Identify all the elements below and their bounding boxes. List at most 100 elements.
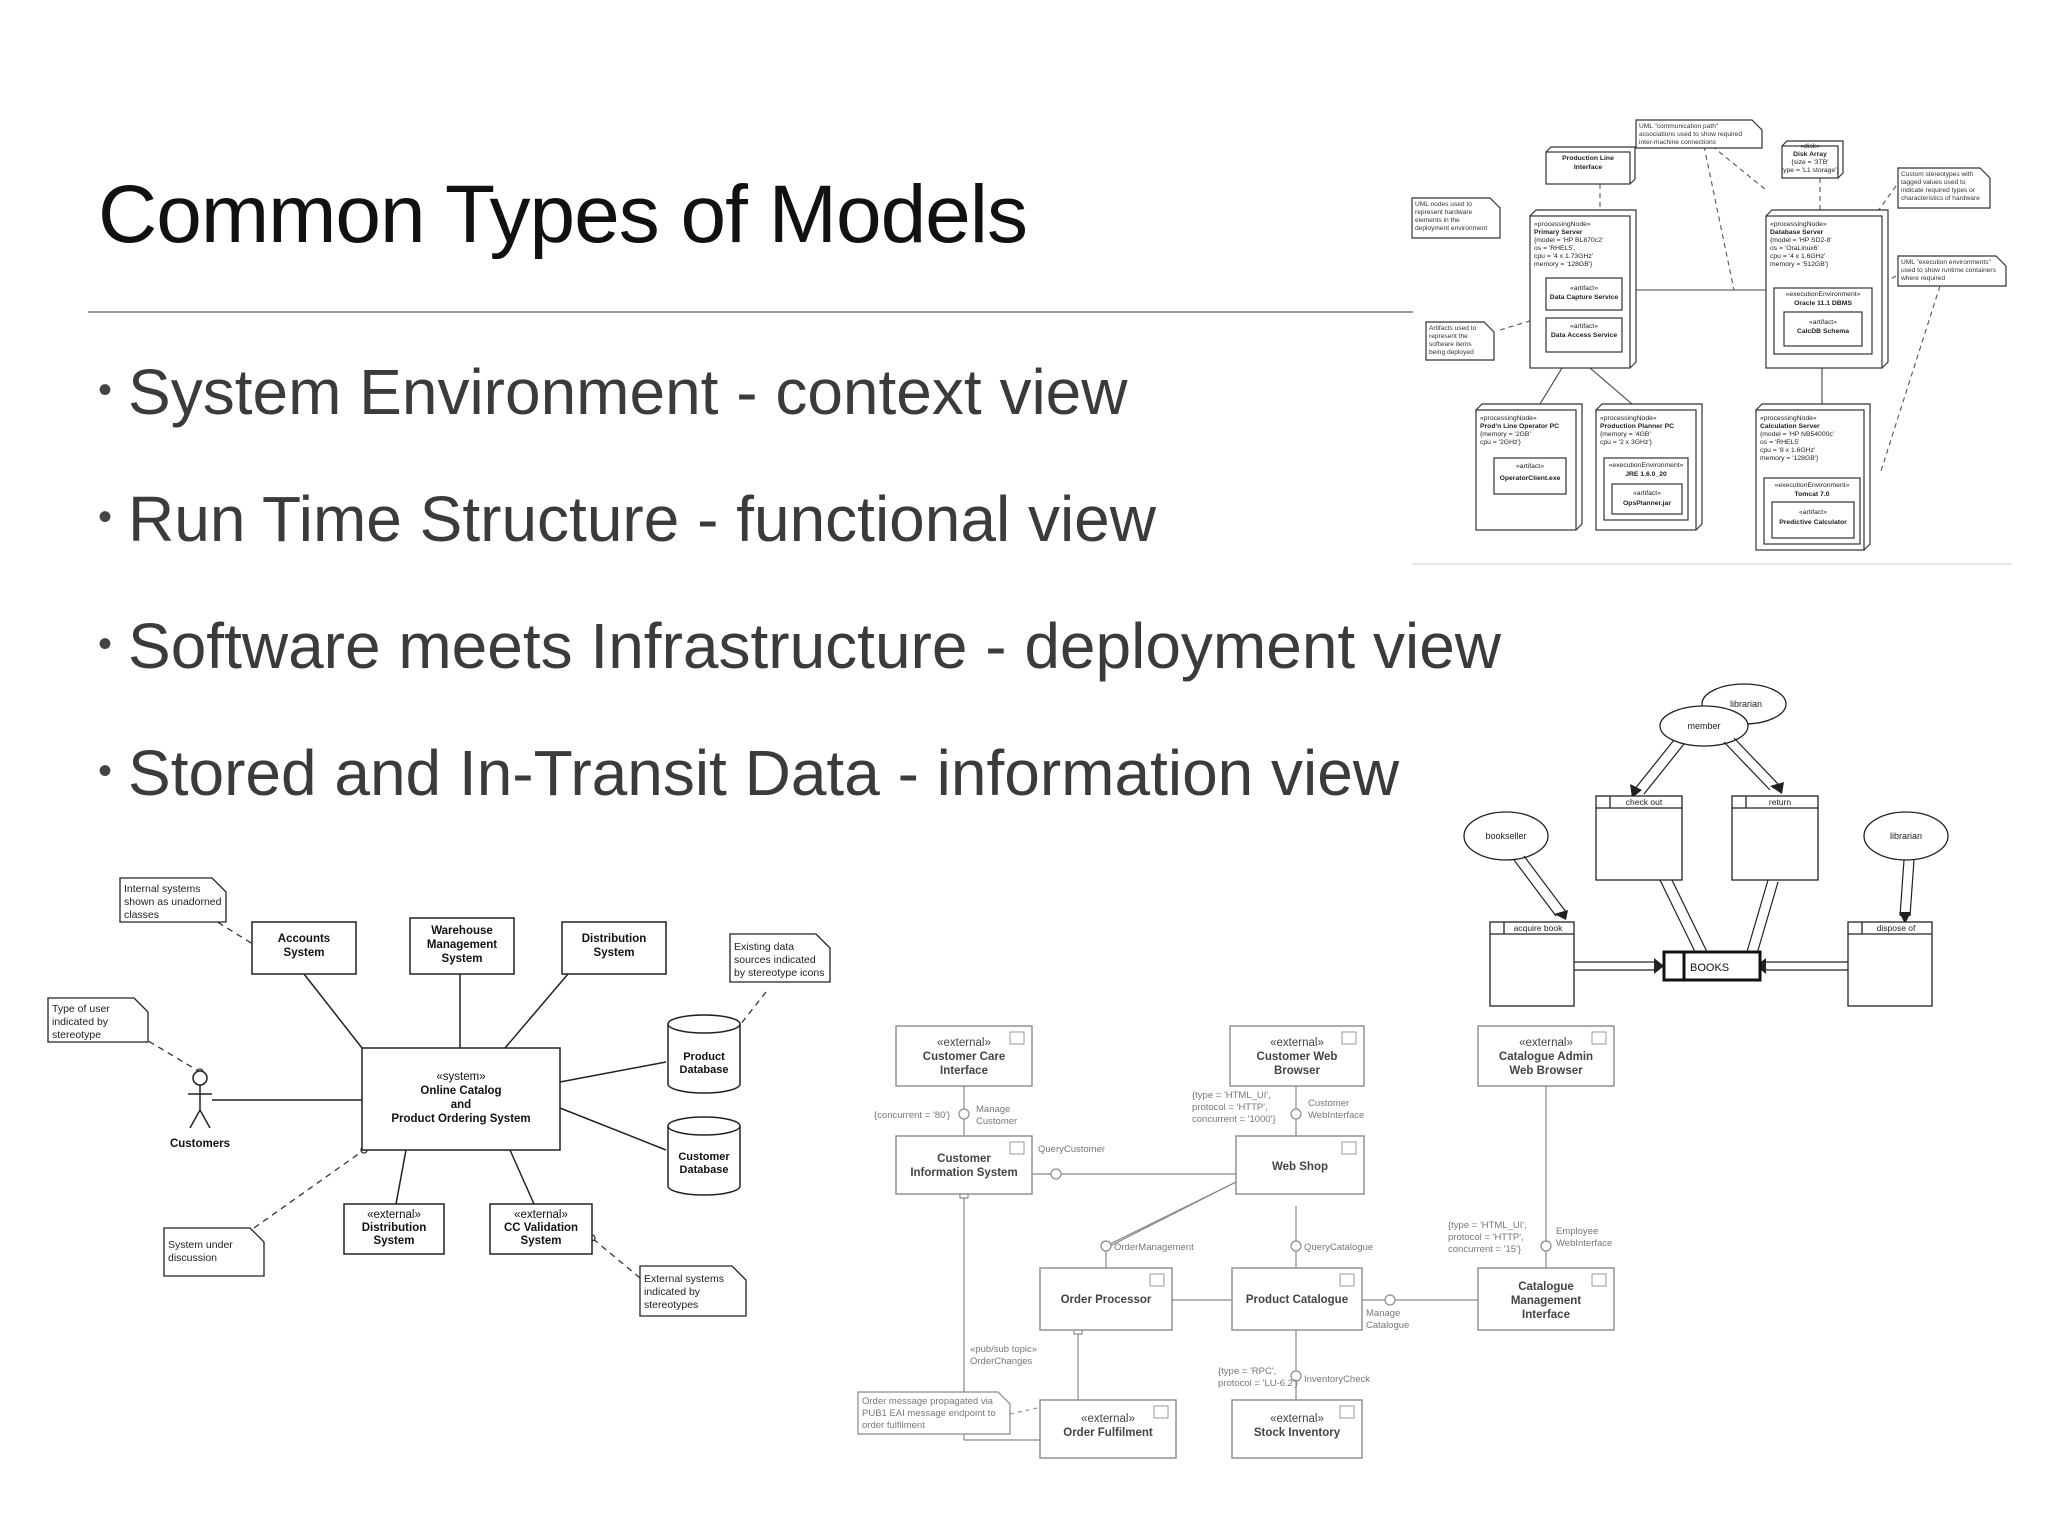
diagram-label: used to show runtime containers — [1901, 267, 1997, 274]
component-icon — [1009, 1031, 1607, 1419]
diagram-label: Product Ordering System — [391, 1113, 530, 1125]
diagram-label: Data Access Service — [1551, 332, 1617, 339]
diagram-label: dispose of — [1877, 923, 1916, 933]
diagram-label: «processingNode» — [1480, 415, 1537, 422]
note-text: shown as unadorned — [124, 896, 222, 908]
diagram-label: Web Shop — [1272, 1161, 1328, 1173]
online-catalog-system-box — [361, 1047, 561, 1151]
customers-label: Customers — [170, 1138, 230, 1150]
diagram-label: check out — [1626, 797, 1663, 807]
diagram-label: {memory = '2GB' — [1480, 431, 1531, 438]
diagram-label: CC Validation — [504, 1222, 578, 1234]
diagram-label: Accounts — [278, 933, 330, 945]
diagram-label: Interface — [1522, 1309, 1570, 1321]
diagram-label: Customer — [678, 1151, 730, 1163]
diagram-label: concurrent = '1000'} — [1192, 1114, 1276, 1125]
diagram-label: Prod'n Line Operator PC — [1480, 423, 1559, 430]
diagram-label: bookseller — [1485, 831, 1526, 841]
diagram-label: Management — [427, 939, 497, 951]
diagram-label: System — [284, 947, 325, 959]
diagram-label: {size = '3TB' — [1791, 159, 1828, 166]
diagram-label: PUB1 EAI message endpoint to — [862, 1408, 996, 1419]
diagram-label: Catalogue Admin — [1499, 1051, 1593, 1063]
diagram-label: {memory = '4GB' — [1600, 431, 1651, 438]
diagram-label: «external» — [1081, 1413, 1135, 1425]
diagram-label: WebInterface — [1308, 1110, 1364, 1121]
diagram-label: «external» — [1270, 1037, 1324, 1049]
diagram-label: Interface — [1574, 164, 1603, 171]
diagram-label: «executionEnvironment» — [1775, 482, 1850, 489]
note-text: indicated by — [644, 1286, 701, 1298]
note-order-message — [857, 1391, 1011, 1435]
note-text: stereotype — [52, 1029, 101, 1041]
diagram-label: return — [1769, 797, 1791, 807]
diagram-label: InventoryCheck — [1304, 1374, 1370, 1385]
diagram-label: «pub/sub topic» — [970, 1344, 1037, 1355]
capture-artifact-box — [1545, 277, 1623, 311]
diagram-label: «processingNode» — [1600, 415, 1657, 422]
diagram-label: indicate required types or — [1901, 187, 1976, 194]
note-exec-env — [1897, 255, 2007, 287]
diagram-label: Management — [1511, 1295, 1581, 1307]
diagram-label: represent the — [1429, 333, 1468, 340]
note-external — [639, 1265, 747, 1317]
diagram-label: Database — [680, 1064, 729, 1076]
diagram-label: software items — [1429, 341, 1472, 348]
diagram-label: «external» — [1270, 1413, 1324, 1425]
note-text: System under — [168, 1239, 233, 1251]
note-internal — [119, 877, 227, 923]
diagram-label: «artifact» — [1809, 319, 1837, 326]
diagram-label: protocol = 'HTTP', — [1448, 1232, 1524, 1243]
diagram-label: Disk Array — [1793, 151, 1827, 158]
diagram-label: «executionEnvironment» — [1786, 291, 1861, 298]
diagram-label: cpu = '2 x 3GHz'} — [1600, 439, 1653, 446]
disk-array-node — [1781, 145, 1839, 179]
diagram-label: Order Fulfilment — [1063, 1427, 1153, 1439]
diagram-label: Product — [683, 1051, 725, 1063]
predictive-artifact-box — [1771, 501, 1855, 539]
note-text: classes — [124, 909, 159, 921]
diagram-label: «disk» — [1800, 143, 1820, 150]
bullet-text: Run Time Structure - functional view — [128, 483, 1156, 555]
diagram-label: QueryCatalogue — [1304, 1242, 1373, 1253]
bullet-dot-icon: • — [98, 368, 113, 412]
diagram-label: «external» — [514, 1209, 568, 1221]
diagram-label: Distribution — [362, 1222, 427, 1234]
diagram-label: protocol = 'HTTP', — [1192, 1102, 1268, 1113]
diagram-label: «processingNode» — [1534, 221, 1591, 228]
access-artifact-box — [1545, 317, 1623, 353]
ext-cc-validation-box — [489, 1203, 593, 1255]
diagram-label: «artifact» — [1570, 323, 1598, 330]
calcdb-artifact-box — [1783, 311, 1863, 347]
diagram-label: Manage — [976, 1104, 1010, 1115]
customer-information-system-box — [895, 1135, 1033, 1195]
diagram-label: cpu = '2GHz'} — [1480, 439, 1522, 446]
slide-title: Common Types of Models — [98, 169, 1028, 260]
diagram-label: Customer — [976, 1116, 1017, 1127]
diagram-label: Database — [680, 1164, 729, 1176]
note-text: by stereotype icons — [734, 967, 824, 979]
note-text: indicated by — [52, 1016, 109, 1028]
bullet-text: Software meets Infrastructure - deployme… — [128, 610, 1501, 682]
diagram-label: System — [521, 1235, 562, 1247]
diagram-label: Production Line — [1562, 155, 1614, 162]
diagram-label: «processingNode» — [1770, 221, 1827, 228]
diagram-label: memory = '512GB'} — [1770, 261, 1829, 268]
books-data-store — [1662, 950, 1762, 982]
books-label: BOOKS — [1690, 962, 1729, 974]
diagram-label: Custom stereotypes with — [1901, 171, 1974, 178]
diagram-label: UML "communication path" — [1639, 123, 1719, 130]
diagram-label: QueryCustomer — [1038, 1144, 1105, 1155]
diagram-label: os = 'RHEL5' — [1760, 439, 1799, 446]
return-process — [1731, 795, 1819, 881]
diagram-label: OrderManagement — [1114, 1242, 1194, 1253]
diagram-label: Tomcat 7.0 — [1794, 491, 1829, 498]
bullet-item: •Software meets Infrastructure - deploym… — [98, 614, 1501, 741]
catalogue-admin-browser-box — [1477, 1025, 1615, 1087]
diagram-label: CalcDB Schema — [1797, 328, 1849, 335]
check-out-process — [1595, 795, 1683, 881]
diagram-label: tagged values used to — [1901, 179, 1966, 186]
diagram-label: Oracle 11.1 DBMS — [1794, 300, 1852, 307]
